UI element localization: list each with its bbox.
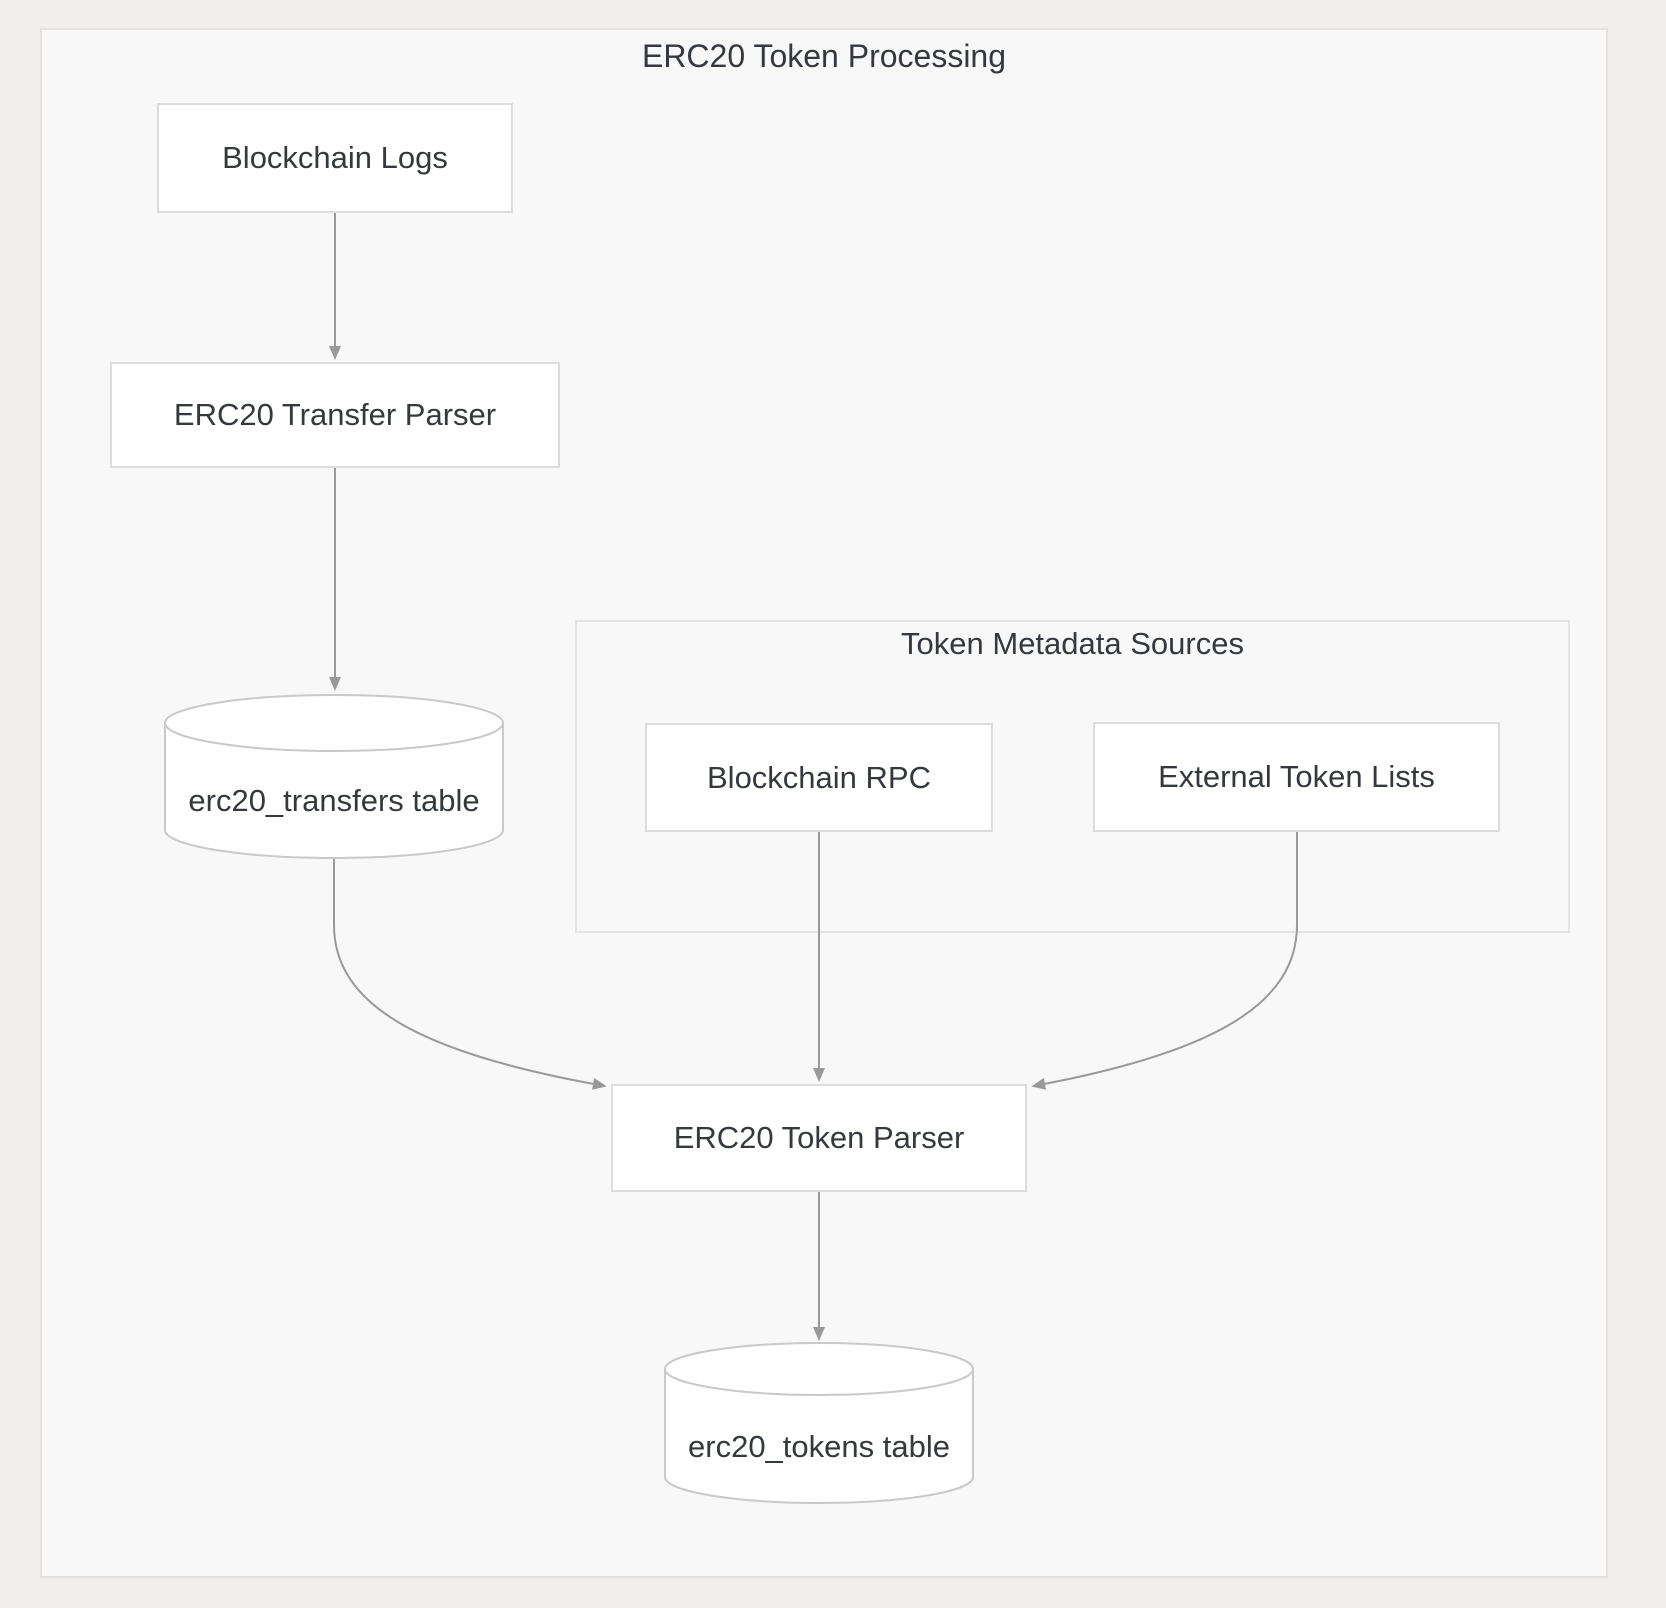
cylinder-body [664,1369,974,1504]
node-blockchain-logs: Blockchain Logs [157,103,513,213]
node-label: External Token Lists [1158,759,1435,794]
node-label: Blockchain Logs [222,140,448,175]
edge-transfers-table-to-token-parser [333,858,607,1090]
cylinder-top [664,1342,974,1396]
node-label: ERC20 Token Parser [673,1120,965,1155]
label-erc20-transfers-table: erc20_transfers table [188,783,480,818]
label-erc20-tokens-table: erc20_tokens table [688,1429,950,1464]
database-cylinder-tokens [664,1342,974,1504]
node-external-token-lists: External Token Lists [1093,722,1500,832]
cylinder-top [164,694,504,752]
node-erc20-transfer-parser: ERC20 Transfer Parser [110,362,560,468]
edge-external-lists-to-token-parser [1031,832,1298,1090]
subgraph-title: Token Metadata Sources [901,626,1244,661]
cylinder-body [164,723,504,859]
database-cylinder-transfers [164,694,504,859]
node-label: ERC20 Transfer Parser [173,397,497,432]
node-label: Blockchain RPC [707,759,931,795]
node-blockchain-rpc: Blockchain RPC [645,723,993,832]
subgraph-token-metadata-sources [575,620,1570,933]
node-erc20-token-parser: ERC20 Token Parser [611,1084,1027,1192]
diagram-title: ERC20 Token Processing [641,38,1007,74]
